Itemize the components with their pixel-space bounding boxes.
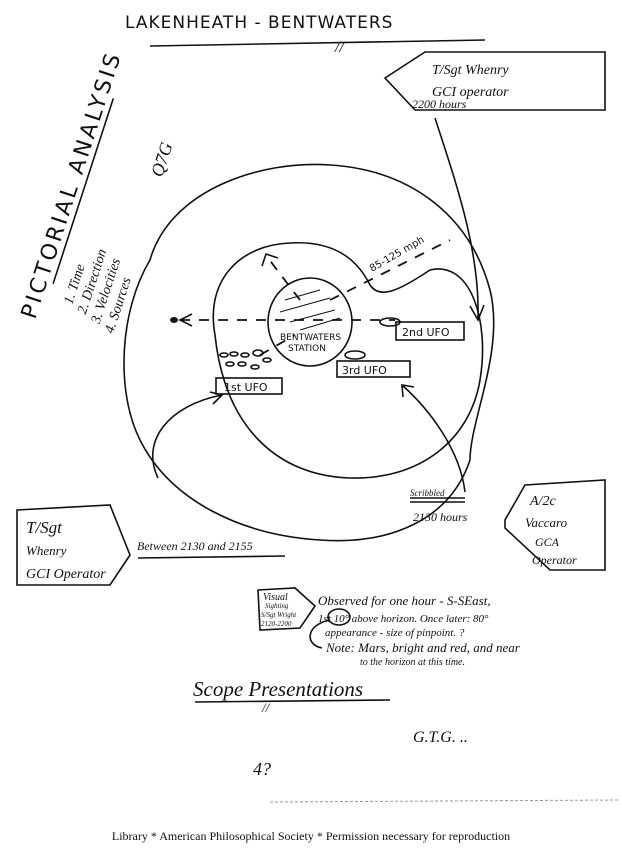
ufo-2-label: 2nd UFO [402, 326, 450, 339]
visual-line2: Sighting [265, 602, 289, 610]
station-circle [267, 277, 353, 367]
note-line-3: appearance - size of pinpoint. ? [325, 627, 465, 639]
right-time-label: 2130 hours [413, 510, 468, 524]
object-marker-west [170, 317, 178, 323]
operator-box-left [16, 504, 131, 586]
track-northwest [267, 257, 301, 301]
title-underline [149, 39, 486, 47]
station-hatching [279, 289, 341, 331]
speed-label: 85-125 mph [368, 235, 426, 275]
between-label: Between 2130 and 2155 [137, 539, 253, 553]
ufo-2-box [395, 321, 465, 341]
scan-line [269, 799, 621, 803]
operator-box-right [504, 479, 606, 571]
footer-notice: Library * American Philosophical Society… [111, 829, 511, 843]
right-scribble: Scribbled [410, 488, 445, 498]
top-right-box-line2: GCI operator [432, 85, 509, 100]
note-line-1: Observed for one hour - S-SEast, [318, 593, 491, 608]
arrow-northwest [261, 252, 279, 267]
ufo-1-box [215, 377, 283, 395]
ufo-1-cluster [219, 349, 272, 370]
station-label-1: BENTWATERS [280, 333, 341, 343]
arrow-left [178, 313, 193, 327]
visual-sighting-box [257, 587, 317, 631]
scope-mark: // [261, 700, 271, 715]
initials: G.T.G. .. [413, 729, 468, 746]
arrow-3rd-ufo [401, 384, 466, 493]
right-box-line4: Operator [532, 553, 577, 567]
visual-line1: Visual [263, 592, 288, 603]
outer-range-ring [123, 163, 495, 542]
left-box-line2: Whenry [26, 543, 67, 558]
scope-underline [194, 699, 391, 703]
visual-line4: 2120-2200 [261, 620, 292, 628]
arrow-2nd-ufo [434, 117, 485, 322]
between-underline [137, 555, 286, 559]
ufo-3-label: 3rd UFO [342, 364, 387, 377]
ufo-3-marker [344, 350, 366, 360]
document-title: LAKENHEATH - BENTWATERS [125, 13, 393, 33]
side-title-underline [52, 98, 115, 285]
left-box-line1: T/Sgt [26, 518, 63, 537]
right-box-line3: GCA [535, 535, 560, 549]
left-box-line3: GCI Operator [26, 567, 106, 582]
note-line-5: to the horizon at this time. [360, 657, 465, 668]
note-line-4: Note: Mars, bright and red, and near [325, 640, 521, 655]
track-northeast [329, 239, 451, 301]
top-right-box-line1: T/Sgt Whenry [432, 63, 509, 78]
operator-box-top-right [383, 51, 606, 111]
middle-range-ring [212, 242, 484, 479]
title-mark: // [334, 39, 345, 56]
note-line-2: 1st 10° above horizon. Once later: 80° [318, 613, 489, 625]
arrow-1st-ufo [152, 391, 224, 479]
right-scribble-underline [410, 497, 465, 503]
ufo-3-box [336, 360, 411, 378]
note-connector [309, 619, 331, 649]
page-mark: 4? [253, 759, 271, 779]
angle-circle [327, 608, 351, 626]
track-southwest [259, 334, 296, 356]
scope-label: Scope Presentations [193, 677, 363, 701]
ufo-1-label: 1st UFO [224, 381, 268, 394]
code-label: Q7G [147, 140, 177, 179]
top-time-label: 2200 hours [412, 97, 467, 111]
station-label-2: STATION [288, 344, 326, 354]
right-box-line1: A/2c [529, 494, 556, 509]
visual-line3: S/Sgt Wright [261, 611, 297, 619]
right-box-line2: Vaccaro [525, 515, 568, 530]
